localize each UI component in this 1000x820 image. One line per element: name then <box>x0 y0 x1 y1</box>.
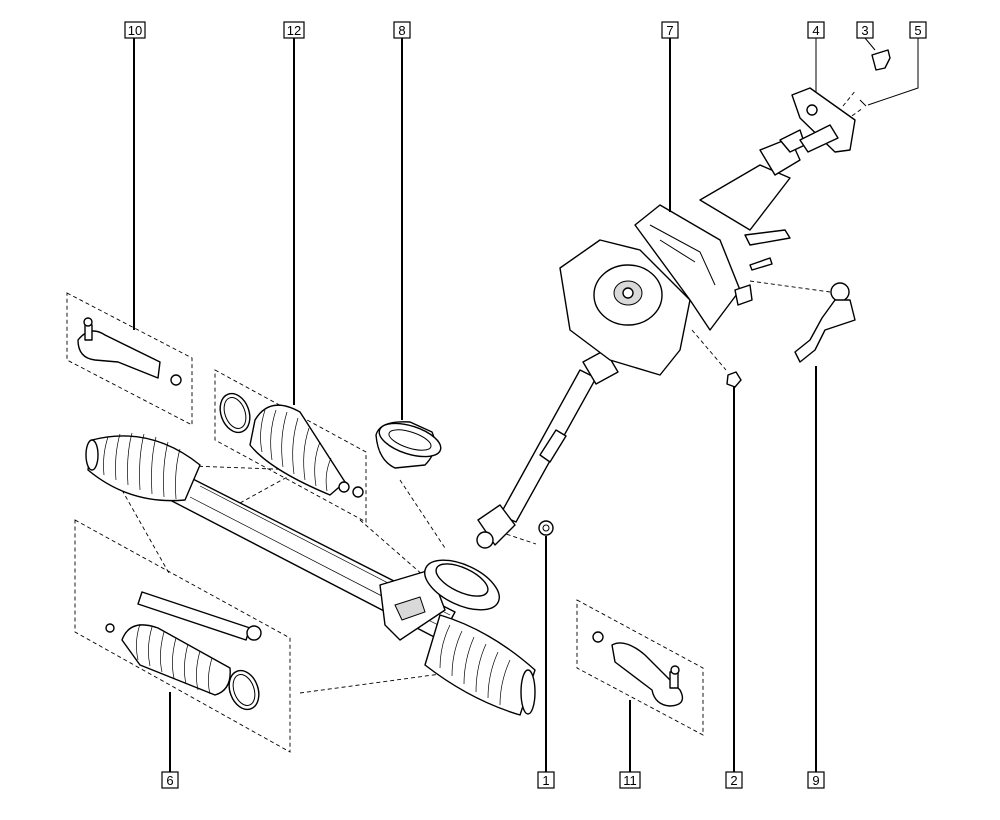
callout-11: 11 <box>619 771 641 789</box>
cover-screw <box>871 49 891 71</box>
callout-label: 9 <box>812 773 819 788</box>
callout-9: 9 <box>807 771 825 789</box>
steering-rack <box>85 432 536 716</box>
callout-label: 12 <box>287 23 301 38</box>
callout-1: 1 <box>537 771 555 789</box>
callout-label: 11 <box>623 773 637 788</box>
tie-rod-end-right <box>592 631 684 707</box>
small-pin <box>859 99 867 107</box>
callout-label: 7 <box>666 23 673 38</box>
callout-label: 8 <box>398 23 405 38</box>
group-box-boot-kit-upper <box>214 369 367 523</box>
callout-5: 5 <box>909 21 927 39</box>
callout-3: 3 <box>856 21 874 39</box>
column-support-bracket <box>794 282 856 363</box>
callout-label: 1 <box>542 773 549 788</box>
callout-12: 12 <box>283 21 305 39</box>
pinion-seal <box>375 421 442 469</box>
tie-rod-end-left <box>77 317 182 386</box>
callout-10: 10 <box>124 21 146 39</box>
group-box-tie-rod-end-left <box>66 292 193 426</box>
callout-6: 6 <box>161 771 179 789</box>
callout-label: 5 <box>914 23 921 38</box>
callout-label: 2 <box>730 773 737 788</box>
rack-boot-kit-upper <box>219 392 364 498</box>
leader-lines <box>133 37 919 772</box>
group-box-boot-kit-lower <box>74 519 291 753</box>
callout-label: 4 <box>812 23 819 38</box>
column-cover-plate <box>791 87 856 153</box>
callout-label: 6 <box>166 773 173 788</box>
callout-7: 7 <box>661 21 679 39</box>
group-box-tie-rod-end-right <box>576 599 704 736</box>
callout-2: 2 <box>725 771 743 789</box>
nut-part-1 <box>538 520 554 536</box>
steering-column <box>476 129 806 549</box>
callout-label: 3 <box>861 23 868 38</box>
rack-boot-kit-lower <box>105 591 262 711</box>
callout-8: 8 <box>393 21 411 39</box>
callout-label: 10 <box>128 23 142 38</box>
nut-part-2 <box>726 371 742 388</box>
callout-4: 4 <box>807 21 825 39</box>
